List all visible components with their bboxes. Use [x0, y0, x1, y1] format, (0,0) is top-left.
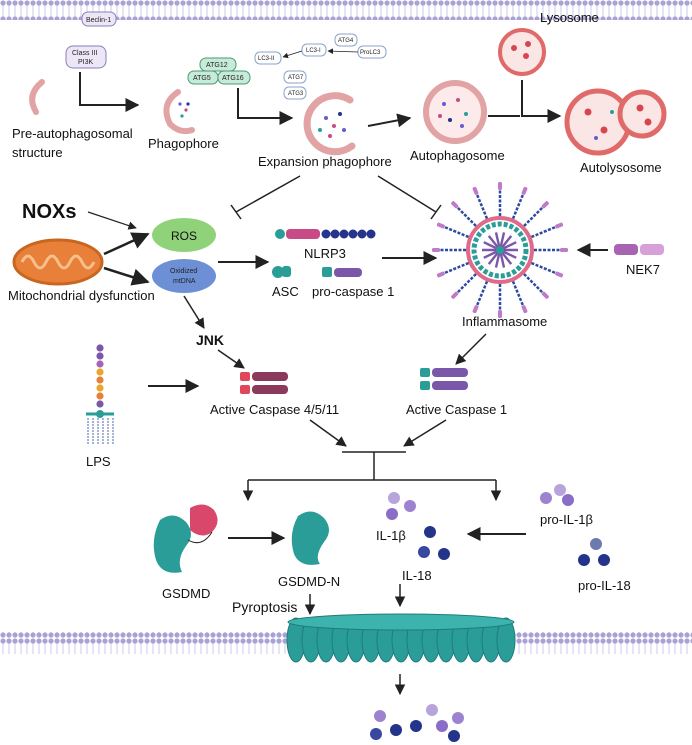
active-caspase-1-label: Active Caspase 1 [406, 402, 507, 417]
mito-to-mtdna-arrow [103, 266, 150, 286]
gsdmd-pore-icon [286, 613, 516, 663]
lysosome-label: Lysosome [540, 10, 599, 25]
expansion-phagophore-label: Expansion phagophore [258, 154, 392, 169]
asc-icon [272, 266, 291, 278]
il1b-icon [386, 492, 416, 520]
svg-text:ATG5: ATG5 [193, 75, 211, 82]
pyroptosis-label: Pyroptosis [232, 599, 297, 615]
svg-text:Class III: Class III [72, 50, 97, 57]
nek7-label: NEK7 [626, 262, 660, 277]
mitochondrion-icon [12, 238, 104, 286]
inhibit-ros-line [235, 175, 301, 213]
ros-ellipse [152, 218, 216, 252]
nlrp3-label: NLRP3 [304, 246, 346, 261]
noxs-arrow [87, 211, 137, 230]
expansion-phagophore-icon [303, 92, 356, 156]
svg-text:PI3K: PI3K [78, 59, 94, 66]
phagophore-label: Phagophore [148, 136, 219, 151]
nlrp3-icon [275, 229, 376, 239]
svg-text:ATG4: ATG4 [338, 38, 354, 44]
pre-autophagosomal-structure-icon [29, 79, 45, 115]
lps-icon [86, 344, 114, 444]
autophagosome-icon [423, 80, 487, 144]
mtdna-label-1: Oxidized [170, 268, 197, 275]
phagophore-icon [163, 89, 195, 135]
nek7-icon [614, 244, 664, 255]
svg-text:ATG7: ATG7 [288, 75, 304, 81]
asc-label: ASC [272, 284, 299, 299]
svg-text:ATG16: ATG16 [222, 75, 244, 82]
mtdna-label-2: mtDNA [173, 278, 196, 285]
pro-caspase1-label: pro-caspase 1 [312, 284, 394, 299]
arrow-to-autophagosome [367, 113, 412, 128]
il1b-label: IL-1β [376, 528, 406, 543]
lps-label: LPS [86, 454, 111, 469]
gsdmd-icon [153, 504, 218, 573]
pro-il18-icon [578, 538, 610, 566]
ros-label: ROS [171, 229, 197, 243]
beclin-arrow [79, 72, 140, 112]
il18-icon [418, 526, 450, 560]
pro-il18-label: pro-IL-18 [578, 578, 631, 593]
jnk-to-casp4-arrow [217, 349, 245, 369]
svg-text:ProLC3: ProLC3 [360, 50, 381, 56]
lysosome-icon [498, 28, 546, 76]
pre-autophagosomal-label-1: Pre-autophagosomal [12, 126, 133, 141]
atg-arrow [237, 88, 294, 125]
pro-il1b-label: pro-IL-1β [540, 512, 593, 527]
inflammasome-label: Inflammasome [462, 314, 547, 329]
gsdmd-n-label: GSDMD-N [278, 574, 340, 589]
active-caspase-1-icon [420, 368, 468, 390]
autolysosome-label: Autolysosome [580, 160, 662, 175]
mtdna-to-jnk-arrow [183, 295, 205, 329]
svg-text:LC3-II: LC3-II [258, 56, 275, 62]
active-caspase-4511-label: Active Caspase 4/5/11 [210, 402, 339, 417]
inhibit-inflammasome-line [377, 175, 437, 213]
svg-text:Beclin-1: Beclin-1 [86, 17, 111, 24]
autophagosome-label: Autophagosome [410, 148, 505, 163]
released-cytokines-icon [370, 704, 464, 742]
pro-il1b-icon [540, 484, 574, 506]
mtdna-ellipse [152, 259, 216, 293]
mito-dysfunction-label: Mitochondrial dysfunction [8, 288, 155, 303]
svg-text:LC3-I: LC3-I [306, 48, 321, 54]
beclin-complex: Beclin-1 Class III PI3K [65, 11, 117, 69]
lc3-processing: LC3-II LC3-I ATG4 ProLC3 ATG7 ATG3 [254, 33, 387, 100]
svg-text:ATG3: ATG3 [288, 91, 304, 97]
active-caspase-4511-icon [240, 372, 288, 394]
pro-caspase1-icon [322, 267, 362, 277]
lysosome-arrow [521, 80, 562, 123]
jnk-label: JNK [196, 332, 224, 348]
atg-conjugation-complex: ATG12 ATG5 ATG16 [187, 57, 251, 85]
noxs-label: NOXs [22, 201, 76, 223]
pre-autophagosomal-label-2: structure [12, 145, 63, 160]
il18-label: IL-18 [402, 568, 432, 583]
gsdmd-n-icon [291, 511, 329, 565]
inflammasome-to-casp1-arrow [455, 333, 487, 365]
inflammasome-icon [432, 182, 568, 318]
mito-to-ros-arrow [103, 232, 150, 256]
autolysosome-icon [564, 88, 667, 156]
svg-text:ATG12: ATG12 [206, 62, 228, 69]
gsdmd-label: GSDMD [162, 586, 210, 601]
top-membrane [0, 0, 692, 20]
